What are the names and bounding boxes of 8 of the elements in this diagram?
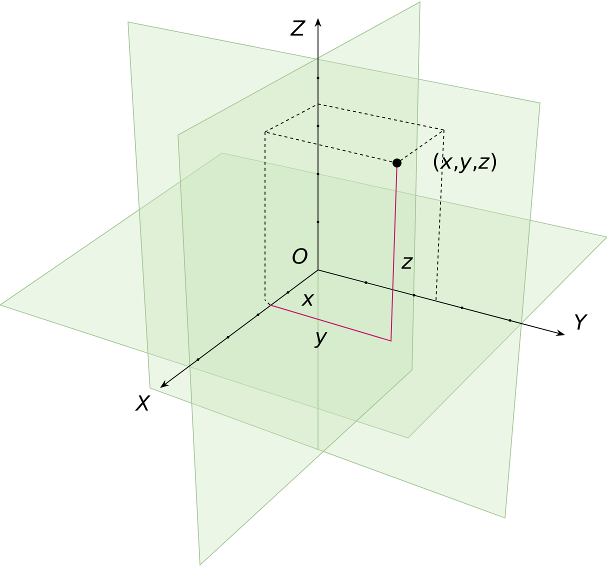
axis-label: Z [290, 20, 306, 36]
axis-label: Y [574, 314, 588, 330]
axis-label: (x,y,z) [434, 152, 496, 174]
axis-label: x [301, 294, 314, 306]
axis-label: y [314, 332, 328, 348]
axis-label: X [134, 395, 151, 411]
axis-label: O [292, 248, 308, 264]
axis-label: z [401, 257, 413, 269]
